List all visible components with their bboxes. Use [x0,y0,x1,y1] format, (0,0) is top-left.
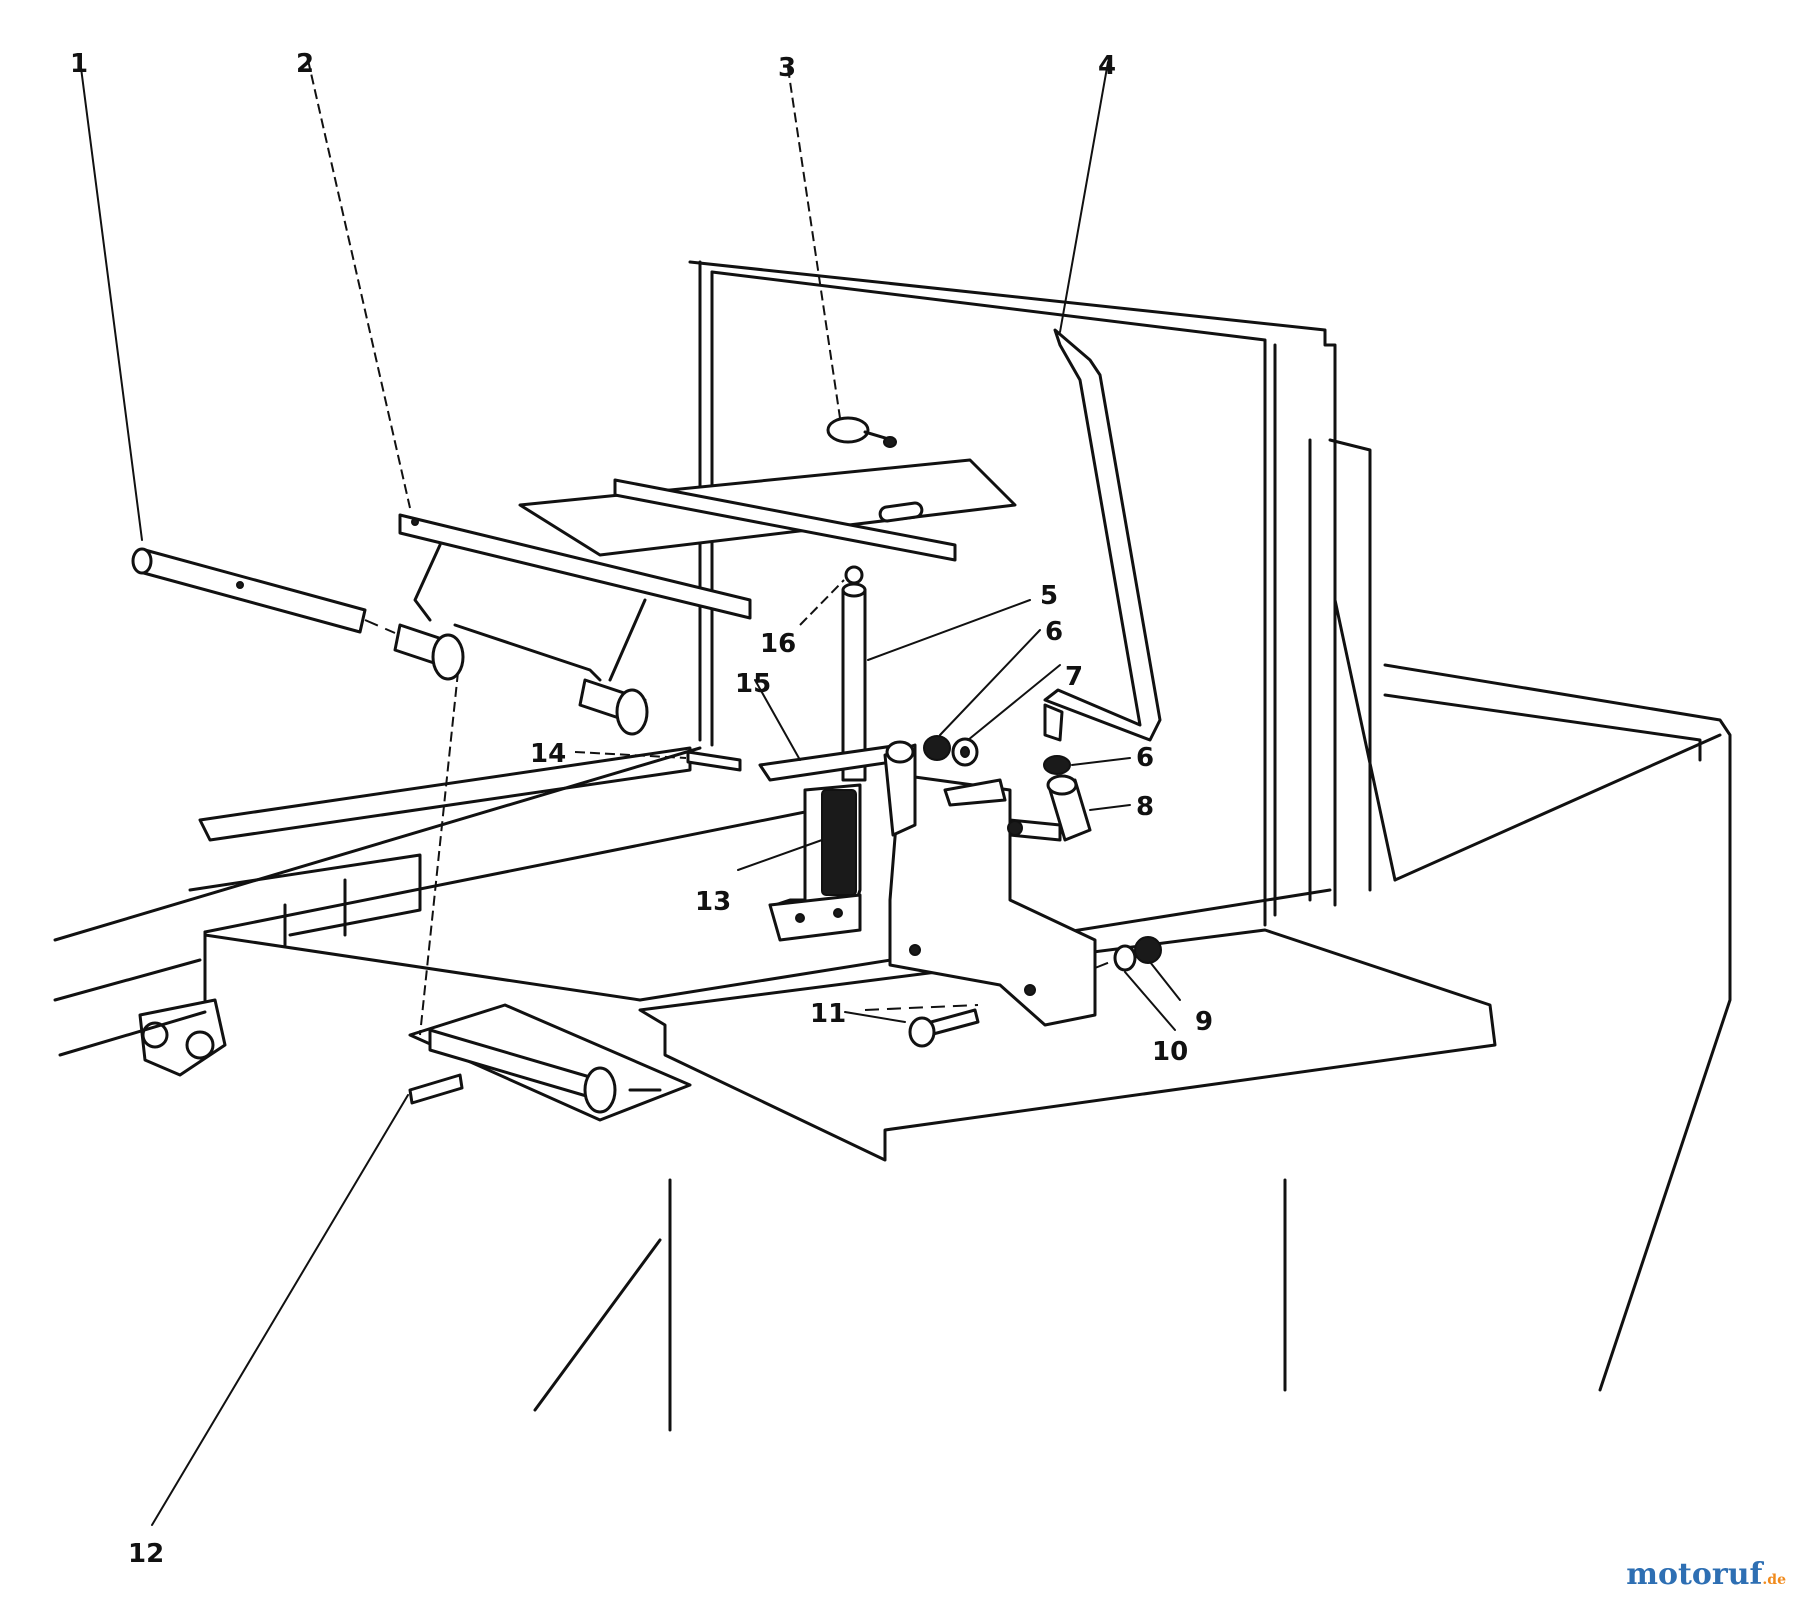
part-13-spring-bracket [758,743,907,942]
callout-4: 4 [1098,51,1116,81]
leader-lines [79,59,1181,1526]
watermark-brand: motoruf [1626,1557,1763,1592]
callout-5: 5 [1040,581,1058,611]
part-3-hairpin-clip [826,416,924,523]
part-6-nut-upper [923,735,951,761]
callout-16: 16 [760,629,796,659]
part-14-tab [686,750,742,772]
callout-13: 13 [695,887,731,917]
callout-12: 12 [128,1539,164,1569]
callout-15: 15 [735,669,771,699]
callout-10: 10 [1152,1037,1188,1067]
callout-8: 8 [1136,792,1154,822]
part-2-seat-bracket [393,458,1017,736]
part-10-washer [1113,944,1137,972]
callout-9: 9 [1195,1007,1213,1037]
callout-2: 2 [296,49,314,79]
callout-6-lower: 6 [1136,743,1154,773]
part-11-bolt [908,1008,980,1048]
part-7-washer [951,737,979,767]
part-5-spring-tube [841,565,867,782]
callout-11: 11 [810,999,846,1029]
hinge-plate [408,1003,692,1122]
part-12-roll-pin [408,1073,464,1105]
part-4-lever-rod [1043,328,1162,742]
lever-arm-bracket [883,740,1097,1027]
callout-14: 14 [530,739,566,769]
part-6-nut-lower [1043,755,1071,775]
callout-3: 3 [778,53,796,83]
callout-6-upper: 6 [1045,617,1063,647]
part-8-pivot-sleeve [1007,774,1092,842]
watermark-suffix: .de [1762,1572,1786,1588]
part-9-nut [1134,936,1162,964]
part-1-shaft [131,547,367,634]
callout-labels: 1 2 3 4 5 6 6 7 8 9 10 11 12 13 14 15 16 [70,49,1213,1569]
callout-1: 1 [70,49,88,79]
watermark-logo: motoruf.de [1626,1557,1786,1592]
callout-7: 7 [1065,662,1083,692]
